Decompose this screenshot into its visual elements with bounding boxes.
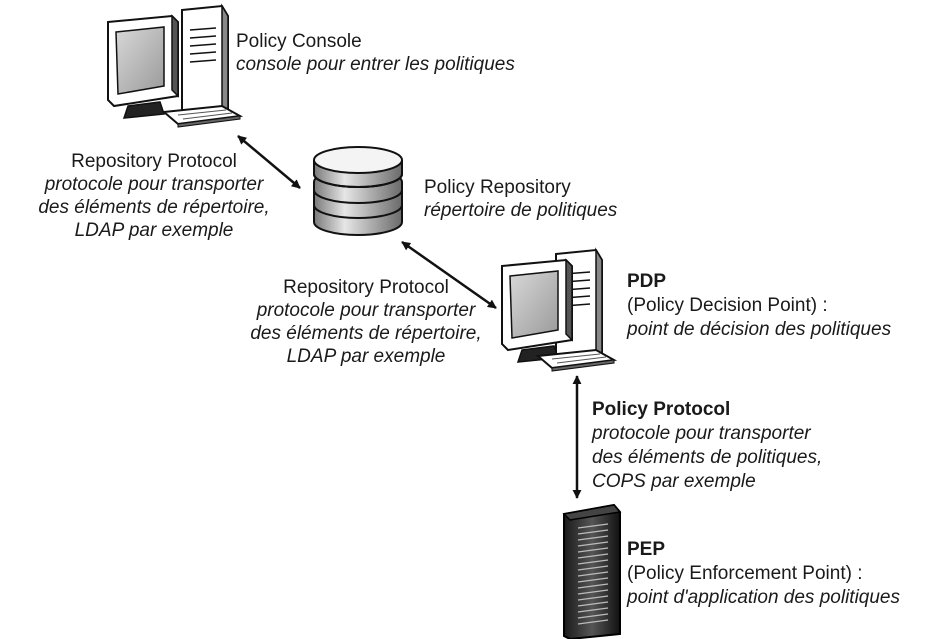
pep-subtitle: point d'application des politiques [627, 587, 900, 608]
pep-title: PEP [627, 539, 666, 560]
policy-repository-subtitle: répertoire de politiques [424, 200, 618, 221]
pep-server-rack-icon [562, 503, 622, 639]
edge-repository-pdp-title: Repository Protocol [283, 277, 449, 298]
edge-pdp-pep-line2: des éléments de politiques, [592, 447, 823, 468]
edge-pdp-pep-line3: COPS par exemple [592, 471, 756, 492]
pdp-subtitle: point de décision des politiques [627, 319, 892, 340]
edge-repository-pdp-line3: LDAP par exemple [286, 346, 446, 367]
pep-full-name: (Policy Enforcement Point) : [627, 563, 863, 584]
edge-console-repository-line3: LDAP par exemple [74, 220, 234, 241]
policy-console-computer-icon [107, 3, 244, 128]
pdp-full-name: (Policy Decision Point) : [627, 295, 828, 316]
edge-console-repository-line2: des éléments de répertoire, [38, 197, 270, 218]
edge-repository-pdp-line2: des éléments de répertoire, [250, 323, 482, 344]
policy-console-subtitle: console pour entrer les politiques [236, 54, 515, 75]
arrow-console-repository [237, 135, 301, 189]
pdp-title: PDP [627, 271, 667, 292]
edge-console-repository-line1: protocole pour transporter [44, 174, 264, 195]
edge-pdp-pep-line1: protocole pour transporter [592, 423, 811, 444]
edge-repository-pdp-line1: protocole pour transporter [256, 300, 476, 321]
arrow-repository-pdp [401, 240, 497, 310]
policy-repository-title: Policy Repository [424, 177, 571, 198]
pdp-computer-icon [501, 247, 618, 372]
edge-console-repository-title: Repository Protocol [71, 151, 237, 172]
policy-repository-database-icon [313, 146, 403, 236]
policy-console-title: Policy Console [236, 31, 362, 52]
edge-pdp-pep-title: Policy Protocol [592, 399, 731, 420]
